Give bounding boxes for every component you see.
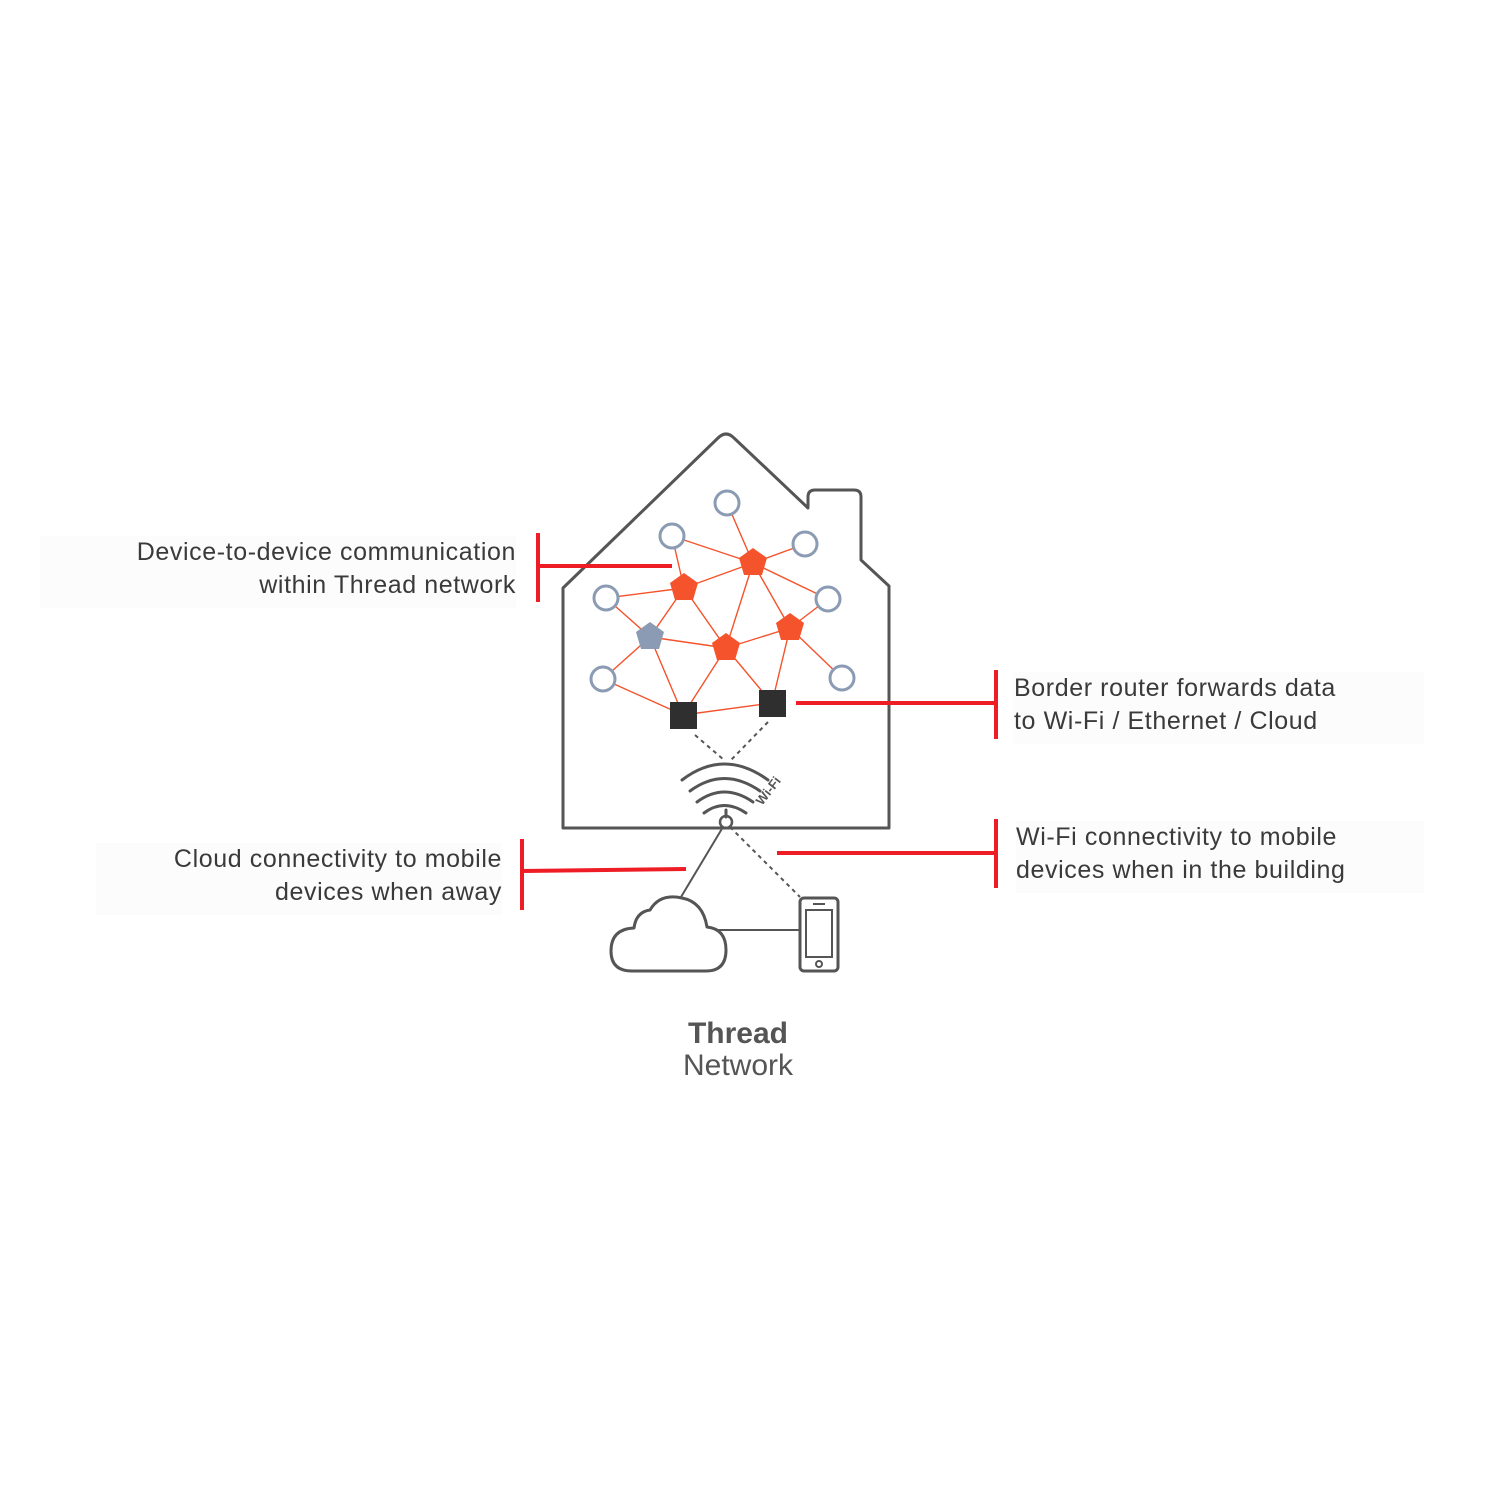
callout-text-line: to Wi-Fi / Ethernet / Cloud [1014,707,1318,735]
router-node [739,548,767,575]
end-device-node [713,489,741,517]
router-node [776,613,804,640]
end-device-node [592,584,620,612]
callout-text-line: Cloud connectivity to mobile [173,845,502,873]
routers [636,548,804,660]
title-sub: Network [682,1049,794,1082]
callout-wifi-connectivity: Wi-Fi connectivity to mobile devices whe… [1016,821,1424,893]
callout-text-line: Wi-Fi connectivity to mobile [1016,823,1338,851]
callout-text-line: within Thread network [259,571,516,599]
callout-text-line: Device-to-device communication [136,538,516,566]
callout-text-line: devices when in the building [1016,856,1346,884]
callout-line-cloud [521,867,687,873]
end-device-node [791,530,819,558]
callout-text-line: devices when away [275,878,502,906]
callout-bars [520,533,998,910]
router-node [712,633,740,660]
end-device-node [658,522,686,550]
callout-cloud-connectivity: Cloud connectivity to mobile devices whe… [96,843,502,915]
callout-device-to-device: Device-to-device communication within Th… [40,536,516,608]
border-router-wifi-link [730,721,769,761]
end-device-node [814,585,842,613]
end-device-node [589,665,617,693]
cloud-icon [609,895,728,973]
wifi-icon [680,762,770,830]
title-main: Thread [687,1017,789,1050]
border-router-node [759,690,786,717]
diagram-title: Thread Network [600,1018,876,1082]
router-node [670,573,698,600]
callout-border-router: Border router forwards data to Wi-Fi / E… [1014,672,1424,744]
house-outline [561,432,891,830]
border-router-node [670,702,697,729]
leader-node [636,622,664,649]
end-devices [589,489,856,693]
wifi-cloud-link [680,826,724,898]
phone-icon [798,896,840,973]
border-router-wifi-link [694,734,725,761]
end-device-node [828,664,856,692]
wifi-phone-link [729,826,801,898]
callout-text-line: Border router forwards data [1014,674,1336,702]
